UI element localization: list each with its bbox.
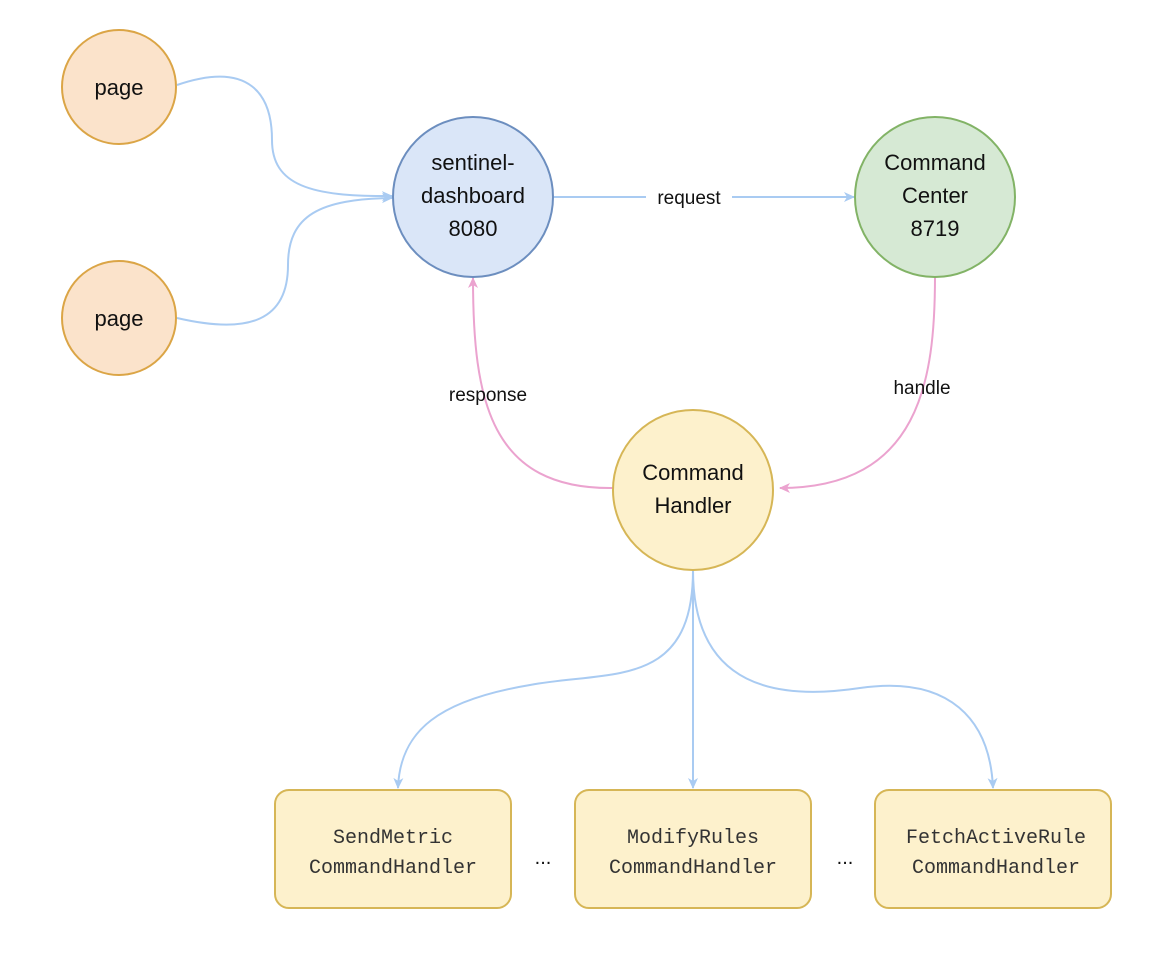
edge-label-response: response — [449, 385, 527, 406]
edge-page1-to-dashboard — [176, 75, 393, 202]
ellipsis-2: ... — [837, 847, 854, 869]
command-handler-line-1: Command — [642, 460, 743, 485]
handler-box-sendmetric[interactable]: SendMetric CommandHandler — [274, 789, 512, 909]
dashboard-line-1: sentinel- — [431, 150, 514, 175]
command-center-line-3: 8719 — [911, 216, 960, 241]
command-center-line-1: Command — [884, 150, 985, 175]
dashboard-line-2: dashboard — [421, 183, 525, 208]
command-center-line-2: Center — [902, 183, 968, 208]
handler-box-fetchactiverule[interactable]: FetchActiveRule CommandHandler — [874, 789, 1112, 909]
handler-box-modifyrules[interactable]: ModifyRules CommandHandler — [574, 789, 812, 909]
request-label-bg — [646, 185, 732, 209]
edge-center-to-handler — [779, 275, 936, 493]
sendmetric-line-1: SendMetric — [333, 827, 453, 850]
node-page-1[interactable]: page — [61, 29, 177, 145]
node-command-handler[interactable]: Command Handler — [612, 409, 774, 571]
node-page-2[interactable]: page — [61, 260, 177, 376]
ellipsis-1: ... — [535, 847, 552, 869]
node-sentinel-dashboard[interactable]: sentinel- dashboard 8080 — [392, 116, 554, 278]
sendmetric-line-2: CommandHandler — [309, 857, 477, 880]
edge-label-request: request — [657, 188, 721, 209]
node-page-2-label: page — [95, 306, 144, 331]
modifyrules-line-1: ModifyRules — [627, 827, 759, 850]
edge-label-handle: handle — [893, 378, 950, 399]
dashboard-line-3: 8080 — [449, 216, 498, 241]
command-handler-line-2: Handler — [654, 493, 731, 518]
edge-handler-to-dashboard — [468, 277, 615, 490]
fetchactiverule-line-1: FetchActiveRule — [906, 827, 1086, 850]
node-command-center[interactable]: Command Center 8719 — [854, 116, 1016, 278]
node-page-1-label: page — [95, 75, 144, 100]
fetchactiverule-line-2: CommandHandler — [912, 857, 1080, 880]
edge-handler-to-fetchactiverule — [692, 569, 998, 789]
edge-page2-to-dashboard — [176, 193, 393, 326]
edge-handler-to-sendmetric — [393, 569, 694, 789]
modifyrules-line-2: CommandHandler — [609, 857, 777, 880]
